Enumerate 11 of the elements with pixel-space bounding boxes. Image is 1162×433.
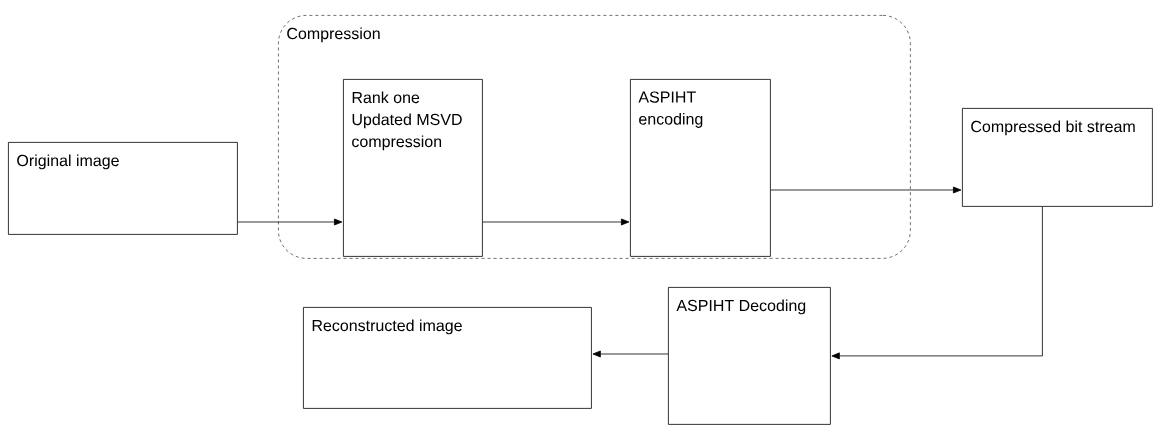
process-box: Compressed bit stream <box>962 108 1153 207</box>
process-box: ASPIHT Decoding <box>668 287 831 425</box>
process-box: Rank one Updated MSVD compression <box>343 79 483 257</box>
arrow <box>482 218 630 226</box>
arrow <box>831 206 1043 360</box>
arrow <box>592 350 669 358</box>
process-box: ASPIHT encoding <box>630 79 771 257</box>
arrow <box>237 218 343 226</box>
process-box: Reconstructed image <box>303 307 592 409</box>
arrow <box>770 186 962 194</box>
process-box: Original image <box>8 142 238 235</box>
